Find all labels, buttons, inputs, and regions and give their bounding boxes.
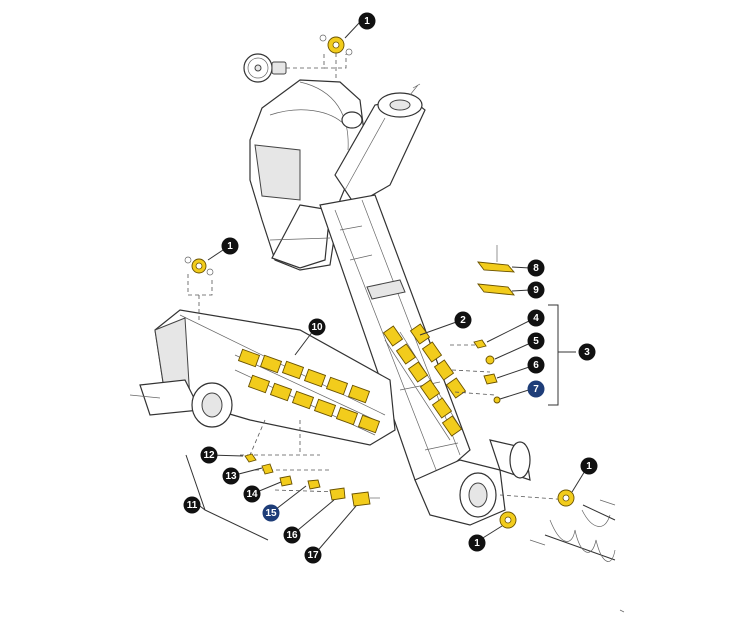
callout-2: 2: [454, 311, 472, 329]
callout-badge: [580, 457, 598, 475]
cross-conveyor-housing: [129, 309, 396, 446]
callout-badge: [200, 446, 218, 464]
callout-4: 4: [527, 309, 545, 327]
sprocket-icon-lower-left: [499, 511, 517, 529]
lower-boot-housing: [414, 439, 531, 526]
callout-number: 6: [533, 360, 539, 371]
hardware-parts-12-17: [240, 419, 380, 507]
callout-badge: [222, 467, 240, 485]
callout-badge: [527, 309, 545, 327]
callout-8: 8: [527, 259, 545, 277]
callout-9: 9: [527, 281, 545, 299]
callout-16: 16: [283, 526, 301, 544]
callout-badge: [283, 526, 301, 544]
callout-badge: [454, 311, 472, 329]
callout-5: 5: [527, 332, 545, 350]
callout-badge: [468, 534, 486, 552]
callout-17: 17: [304, 546, 322, 564]
callout-badge: [243, 485, 261, 503]
callout-number: 16: [286, 530, 298, 541]
drive-gear-assembly: [243, 53, 325, 83]
callout-number: 14: [246, 489, 258, 500]
callout-badge: [221, 237, 239, 255]
sprocket-icon-top: [319, 34, 353, 80]
callout-badge: [527, 380, 545, 398]
callout-badge: [527, 332, 545, 350]
callout-12: 12: [200, 446, 218, 464]
callout-number: 2: [460, 315, 466, 326]
paddle-parts-8-9: [477, 245, 516, 296]
callout-number: 3: [584, 347, 590, 358]
sprocket-icon-lower-right: [557, 489, 575, 507]
callout-number: 10: [311, 322, 323, 333]
callout-number: 1: [364, 16, 370, 27]
callout-number: 9: [533, 285, 539, 296]
auger-screw: [499, 494, 616, 562]
callout-1: 1: [580, 457, 598, 475]
callout-3: 3: [578, 343, 596, 361]
callout-badge: [183, 496, 201, 514]
sprocket-icon-left: [184, 256, 214, 320]
callout-number: 5: [533, 336, 539, 347]
callout-badge: [527, 356, 545, 374]
callout-badge: [262, 504, 280, 522]
callout-number: 15: [265, 508, 277, 519]
callout-badge: [527, 281, 545, 299]
flights-assembly-elevator: [382, 323, 467, 441]
stray-mark: [619, 609, 625, 613]
callout-number: 1: [227, 241, 233, 252]
callout-number: 13: [225, 471, 237, 482]
hardware-parts-4-7: [450, 339, 501, 404]
callout-number: 1: [586, 461, 592, 472]
flights-assembly-horizontal: [234, 348, 381, 436]
callout-number: 8: [533, 263, 539, 274]
callout-1: 1: [468, 534, 486, 552]
callout-1: 1: [358, 12, 376, 30]
callout-number: 12: [203, 450, 215, 461]
callout-11: 11: [183, 496, 201, 514]
callout-7: 7: [527, 380, 545, 398]
callout-badge: [304, 546, 322, 564]
callout-10: 10: [308, 318, 326, 336]
callout-number: 4: [533, 313, 539, 324]
callout-6: 6: [527, 356, 545, 374]
callout-1: 1: [221, 237, 239, 255]
callout-number: 7: [533, 384, 539, 395]
callout-badge: [308, 318, 326, 336]
callout-number: 1: [474, 538, 480, 549]
callout-14: 14: [243, 485, 261, 503]
callout-15: 15: [262, 504, 280, 522]
callout-badge: [358, 12, 376, 30]
callout-badge: [578, 343, 596, 361]
callout-number: 17: [307, 550, 319, 561]
callout-badge: [527, 259, 545, 277]
callout-13: 13: [222, 467, 240, 485]
callout-number: 11: [187, 500, 198, 511]
